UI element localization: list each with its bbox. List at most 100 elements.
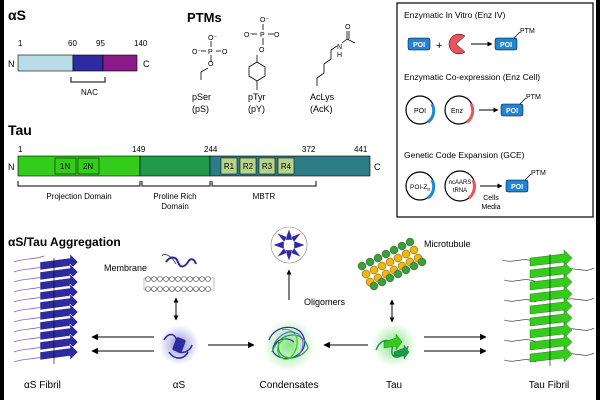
enz-cell-enz-gene <box>466 103 475 124</box>
aggregation-panel: αS/Tau Aggregation <box>8 226 595 391</box>
pser-o: O <box>208 61 214 68</box>
tau-pos-149: 149 <box>132 145 146 154</box>
as-pos-60: 60 <box>68 39 77 48</box>
aclys-structure <box>316 31 356 86</box>
oligomer-illustration <box>270 226 308 264</box>
enz-cell-title: Enzymatic Co-expression (Enz Cell) <box>404 72 540 82</box>
tau-projection-bracket <box>17 181 141 187</box>
gce-plasmid-poi-label: POI-Zn <box>410 184 430 193</box>
pser-o-right: O <box>222 49 228 56</box>
enz-cell-ptm: PTM <box>526 94 541 101</box>
as-monomer-helix <box>172 337 186 353</box>
as-domain-map: αS 1 60 95 140 N C NAC <box>8 7 150 97</box>
enz-cell-product-label: POI <box>506 108 518 115</box>
enz-iv-title: Enzymatic In Vitro (Enz IV) <box>404 10 506 20</box>
tau-monomer-icon <box>375 333 410 360</box>
tau-pos-372: 372 <box>302 145 316 154</box>
enz-iv-ptm-tick <box>513 31 521 39</box>
as-c-label: C <box>143 59 150 69</box>
membrane-illustration <box>143 254 215 292</box>
tau-fibril-label: Tau Fibril <box>529 380 570 391</box>
tau-mbtr-bracket <box>211 181 317 187</box>
ptyr-o: O <box>259 47 265 54</box>
gce-product-label: POI <box>511 184 523 191</box>
enz-iv-product-label: POI <box>500 42 512 49</box>
microtubule-illustration <box>357 237 427 291</box>
pathway-arrows <box>91 333 487 355</box>
as-monomer-label: αS <box>173 380 186 391</box>
gce-media-label: Media <box>481 204 500 211</box>
pser-o-top: O⁻ <box>208 35 217 42</box>
gce-product-box <box>505 179 529 193</box>
enz-cell-product-box <box>500 103 524 117</box>
enz-cell-ptm-tick <box>519 97 527 105</box>
ptm-panel: PTMs O P O⁻ O⁻ O pSer (pS) O P O⁻ <box>187 10 356 114</box>
gce-title: Genetic Code Expansion (GCE) <box>404 150 525 160</box>
pser-o-left: O⁻ <box>192 49 201 56</box>
gce-poi-name: POI-Z <box>410 184 427 191</box>
tau-r1-label: R1 <box>224 162 235 171</box>
tau-r2-label: R2 <box>243 162 254 171</box>
tau-fibril-illustration <box>501 249 595 366</box>
tau-repeat-r1 <box>220 157 238 175</box>
ptyr-abbrev: (pY) <box>248 104 265 114</box>
gce-ncaars-gene <box>467 179 476 200</box>
as-title: αS <box>8 7 26 23</box>
pser-p: P <box>208 49 213 56</box>
as-pos-140: 140 <box>134 39 148 48</box>
aclys-h: H <box>337 52 342 59</box>
enz-cell-plasmid-enz-label: Enz <box>451 108 464 115</box>
tau-proline-label-2: Domain <box>161 202 189 211</box>
microtubule-label: Microtubule <box>424 239 471 249</box>
ptyr-o-right: O <box>274 32 280 39</box>
aclys-o: O <box>345 24 351 31</box>
tau-proline-label-1: Proline Rich <box>153 192 196 201</box>
enz-cell-poi-gene <box>427 103 436 124</box>
enz-iv-poi-label: POI <box>413 42 425 49</box>
enzyme-pacman-icon <box>448 33 466 55</box>
ptyr-o-top: O⁻ <box>260 17 269 24</box>
tau-proline-region <box>139 155 211 177</box>
methods-box: Enzymatic In Vitro (Enz IV) POI + POI PT… <box>396 2 594 218</box>
tau-monomer-label: Tau <box>386 380 402 391</box>
condensate-glow <box>263 319 315 371</box>
tau-repeat-r3 <box>258 157 276 175</box>
condensate-illustration <box>268 326 309 360</box>
pser-abbrev: (pS) <box>192 104 209 114</box>
tau-pos-244: 244 <box>204 145 218 154</box>
tau-2n-label: 2N <box>83 162 93 171</box>
ptyr-structure <box>248 24 274 90</box>
ptyr-o-left: O⁻ <box>244 32 253 39</box>
as-fibril-illustration <box>13 253 79 364</box>
ptyr-label: pTyr <box>248 92 266 102</box>
tau-pos-441: 441 <box>354 145 368 154</box>
aclys-label: AcLys <box>310 92 335 102</box>
tau-insert-1n <box>54 157 77 175</box>
tau-proline-bracket <box>141 181 211 187</box>
as-cterm-region <box>102 54 138 72</box>
tau-title: Tau <box>8 122 32 138</box>
tau-insert-2n <box>77 157 100 175</box>
as-nac-label: NAC <box>81 88 98 97</box>
tau-repeat-r4 <box>277 157 295 175</box>
tau-pos-1: 1 <box>18 145 23 154</box>
as-nterm-region <box>17 54 74 72</box>
tau-1n-label: 1N <box>60 162 70 171</box>
tau-c-label: C <box>374 162 381 172</box>
as-pos-1: 1 <box>18 39 23 48</box>
tau-repeat-r2 <box>239 157 257 175</box>
ptm-title: PTMs <box>187 10 222 25</box>
tau-r3-label: R3 <box>262 162 273 171</box>
tau-n-label: N <box>8 162 15 172</box>
gce-ptm: PTM <box>531 170 546 177</box>
figure-svg: αS 1 60 95 140 N C NAC PTMs O P O⁻ O⁻ O … <box>8 2 595 391</box>
gce-ptm-tick <box>524 173 532 181</box>
gce-ncaars-label: ncAARS <box>449 180 472 186</box>
aclys-n: N <box>337 44 342 51</box>
as-pos-95: 95 <box>96 39 105 48</box>
pser-label: pSer <box>192 92 211 102</box>
enz-iv-product-box <box>494 37 518 51</box>
tau-r4-label: R4 <box>281 162 292 171</box>
as-nac-region <box>72 54 104 72</box>
gce-poi-gene <box>427 179 436 200</box>
